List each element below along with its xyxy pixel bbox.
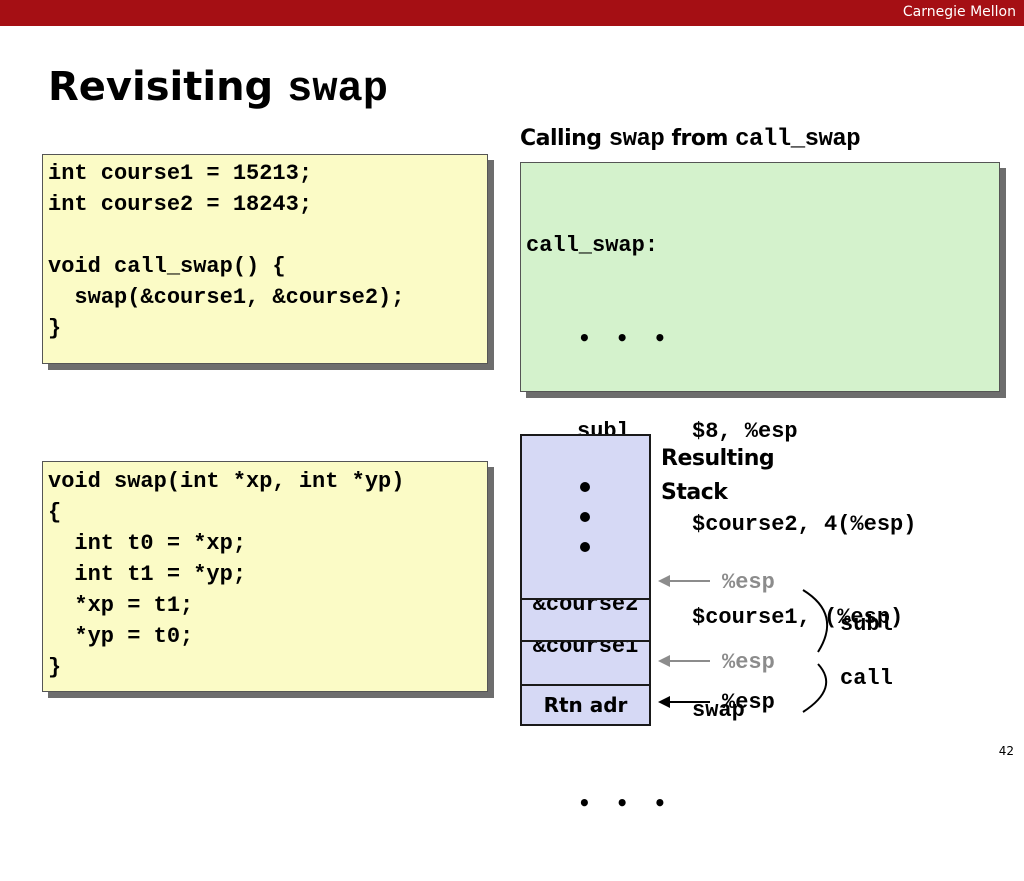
c-code-line: int course1 = 15213; — [48, 161, 313, 186]
swap-code-line: void swap(int *xp, int *yp) — [48, 469, 405, 494]
asm-label: call_swap: — [526, 230, 658, 261]
stack-diagram: &course2 &course1 Rtn adr — [520, 434, 651, 726]
swap-code-line: int t1 = *yp; — [48, 562, 247, 587]
c-code-line: } — [48, 316, 62, 341]
stack-pointer-arrows — [658, 575, 829, 713]
subhead-caller: call_swap — [735, 126, 861, 153]
stack-cell-course1: &course1 — [522, 640, 649, 684]
subhead-middle: from — [664, 126, 736, 151]
swap-code-line: int t0 = *xp; — [48, 531, 247, 556]
asm-label-text: call_swap: — [526, 233, 659, 258]
asm-operands: $course1, (%esp) — [692, 605, 904, 630]
stack-cell-text: &course2 — [532, 598, 639, 617]
asm-ellipsis-bottom: • • • — [526, 788, 666, 819]
page-number: 42 — [998, 744, 1014, 758]
swap-code-line: } — [48, 655, 62, 680]
c-code-line: int course2 = 18243; — [48, 192, 313, 217]
swap-code-block: void swap(int *xp, int *yp) { int t0 = *x… — [48, 466, 404, 683]
header-bar: Carnegie Mellon — [0, 0, 1024, 26]
slide-title: Revisiting swap — [48, 64, 388, 113]
esp-label-current: %esp — [722, 690, 775, 715]
swap-code-line: *yp = t0; — [48, 624, 194, 649]
arrowhead-icon — [658, 575, 670, 587]
ellipsis-dots: • • • — [578, 791, 676, 815]
stack-cell-text: &course1 — [532, 640, 639, 659]
title-code: swap — [287, 65, 388, 113]
swap-code-line: *xp = t1; — [48, 593, 194, 618]
ellipsis-dot — [580, 482, 590, 492]
c-code-box: int course1 = 15213; int course2 = 18243;… — [42, 154, 488, 364]
esp-label-before-call: %esp — [722, 650, 775, 675]
ellipsis-dots: • • • — [578, 326, 676, 350]
swap-code-line: { — [48, 500, 62, 525]
asm-operands: $8, %esp — [692, 419, 798, 444]
c-code-line: void call_swap() { — [48, 254, 286, 279]
title-prefix: Revisiting — [48, 64, 288, 110]
asm-operands: $course2, 4(%esp) — [692, 512, 917, 537]
stack-cell-return-address: Rtn adr — [522, 684, 649, 724]
stack-cell-text: Rtn adr — [543, 693, 628, 717]
ellipsis-dot — [580, 512, 590, 522]
stack-caption-line: Stack — [661, 480, 728, 505]
call-bracket-icon — [802, 663, 828, 713]
c-code-line: swap(&course1, &course2); — [48, 285, 405, 310]
swap-code-box: void swap(int *xp, int *yp) { int t0 = *x… — [42, 461, 488, 692]
arrowhead-icon — [658, 655, 670, 667]
esp-label-after-subl: %esp — [722, 570, 775, 595]
stack-cell-course2: &course2 — [522, 598, 649, 640]
ellipsis-dot — [580, 542, 590, 552]
brand-name: Carnegie Mellon — [902, 4, 1016, 20]
subl-label: subl — [840, 612, 893, 637]
asm-ellipsis-top: • • • — [526, 323, 666, 354]
stack-caption-line: Resulting — [661, 446, 775, 471]
subhead-prefix: Calling — [520, 126, 609, 151]
subhead-swap: swap — [608, 126, 665, 153]
c-code-block: int course1 = 15213; int course2 = 18243;… — [48, 158, 404, 344]
arrowhead-icon — [658, 696, 670, 708]
asm-section-heading: Calling swap from call_swap — [520, 126, 861, 153]
call-label: call — [840, 666, 893, 691]
subl-bracket-icon — [802, 589, 829, 653]
